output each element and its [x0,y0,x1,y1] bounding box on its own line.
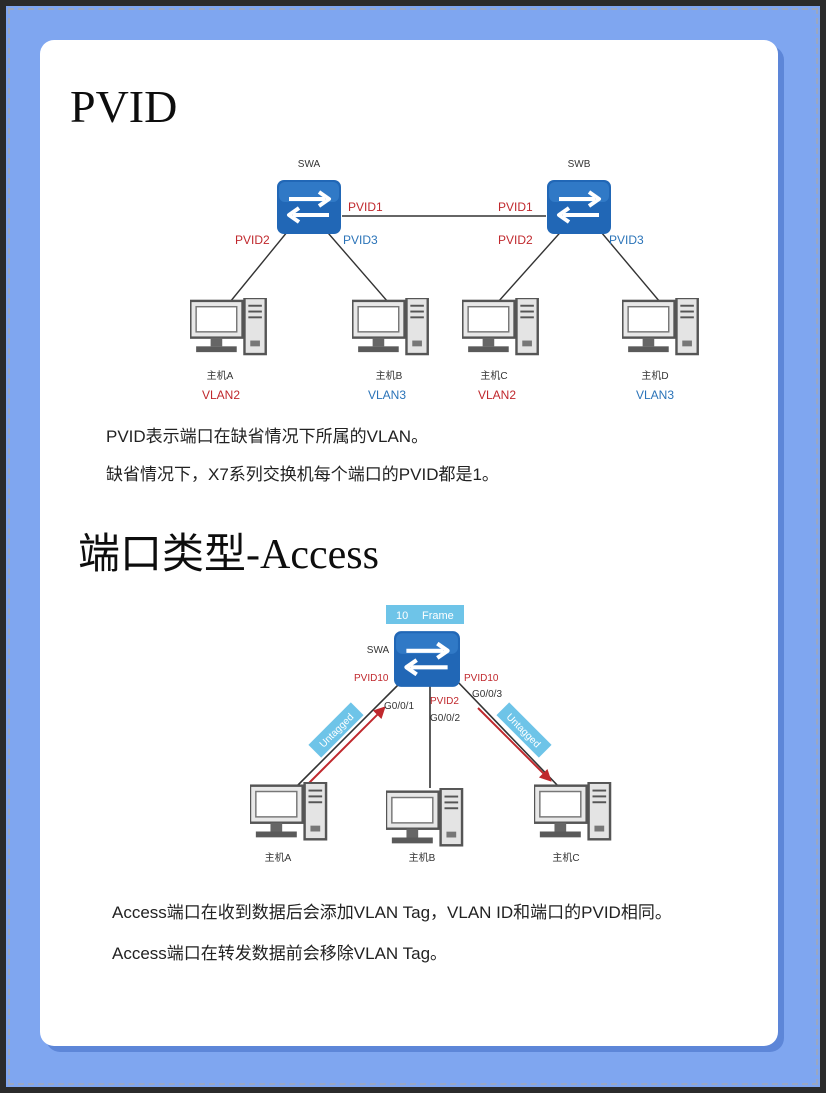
link-swa-hostb [321,225,389,303]
diagram-canvas: SWA SWB PVID1 PVID1 PVID2 PVID3 PVID2 PV… [190,159,699,864]
host-b-vlan: VLAN3 [368,388,406,402]
port-label-swb-down-right: PVID3 [609,233,644,247]
switch-swa-icon [277,180,341,234]
host-a-vlan: VLAN2 [202,388,240,402]
host-d-label: 主机D [641,369,668,382]
port-3-pvid: PVID10 [464,673,499,684]
link-swa-hosta [229,225,293,303]
link-swb-hostd [595,225,661,303]
port-label-swa-down: PVID3 [343,233,378,247]
host-c-computer-icon [462,298,539,356]
switch-swb-label: SWB [568,159,591,170]
host-b-label: 主机B [376,369,403,382]
access-description-2: Access端口在转发数据前会移除VLAN Tag。 [112,944,448,963]
port-1-id: G0/0/1 [384,701,414,712]
link-swb-hostc [497,225,567,303]
link-swa-hosta [294,679,404,789]
switch-swb-icon [547,180,611,234]
frame-vlan-id: 10 [396,610,408,622]
host-c-vlan: VLAN2 [478,388,516,402]
access-description-1: Access端口在收到数据后会添加VLAN Tag，VLAN ID和端口的PVI… [112,903,672,922]
section-title-pvid: PVID [70,81,178,132]
frame-label: Frame [422,610,454,622]
content-card: PVID 端口类型-Access PVID表示端口在缺省情况下所属的VLAN。 … [40,40,778,1046]
host-a-computer-icon [190,298,267,356]
pvid-diagram: SWA SWB PVID1 PVID1 PVID2 PVID3 PVID2 PV… [190,159,699,402]
port-1-pvid: PVID10 [354,673,389,684]
host-b-computer-icon [352,298,429,356]
untagged-tag-left: Untagged [308,702,364,758]
switch-swa-label: SWA [298,159,321,170]
pvid-description-2: 缺省情况下，X7系列交换机每个端口的PVID都是1。 [106,465,499,484]
host-b-computer-icon [386,788,464,847]
frame-tag [386,605,464,624]
host-a-label: 主机A [265,851,292,864]
port-2-id: G0/0/2 [430,713,460,724]
port-2-pvid: PVID2 [430,696,459,707]
egress-arrow-icon [477,707,552,782]
switch-swa-label: SWA [367,645,390,656]
host-c-computer-icon [534,782,612,841]
port-label-swa-left: PVID2 [235,233,270,247]
host-b-label: 主机B [409,851,436,864]
host-c-label: 主机C [480,369,507,382]
port-3-id: G0/0/3 [472,689,502,700]
section-title-access: 端口类型-Access [78,532,379,578]
access-diagram: 10 Frame Untagged Untagged SWA PVID10 [250,605,612,864]
port-label-swb-down-left: PVID2 [498,233,533,247]
port-label-swb-left: PVID1 [498,200,533,214]
host-a-computer-icon [250,782,328,841]
pvid-description-1: PVID表示端口在缺省情况下所属的VLAN。 [106,427,429,446]
host-c-label: 主机C [552,851,579,864]
host-a-label: 主机A [207,369,234,382]
host-d-computer-icon [622,298,699,356]
ingress-arrow-icon [307,706,386,785]
host-d-vlan: VLAN3 [636,388,674,402]
port-label-swa-right: PVID1 [348,200,383,214]
switch-swa-icon [394,631,460,687]
